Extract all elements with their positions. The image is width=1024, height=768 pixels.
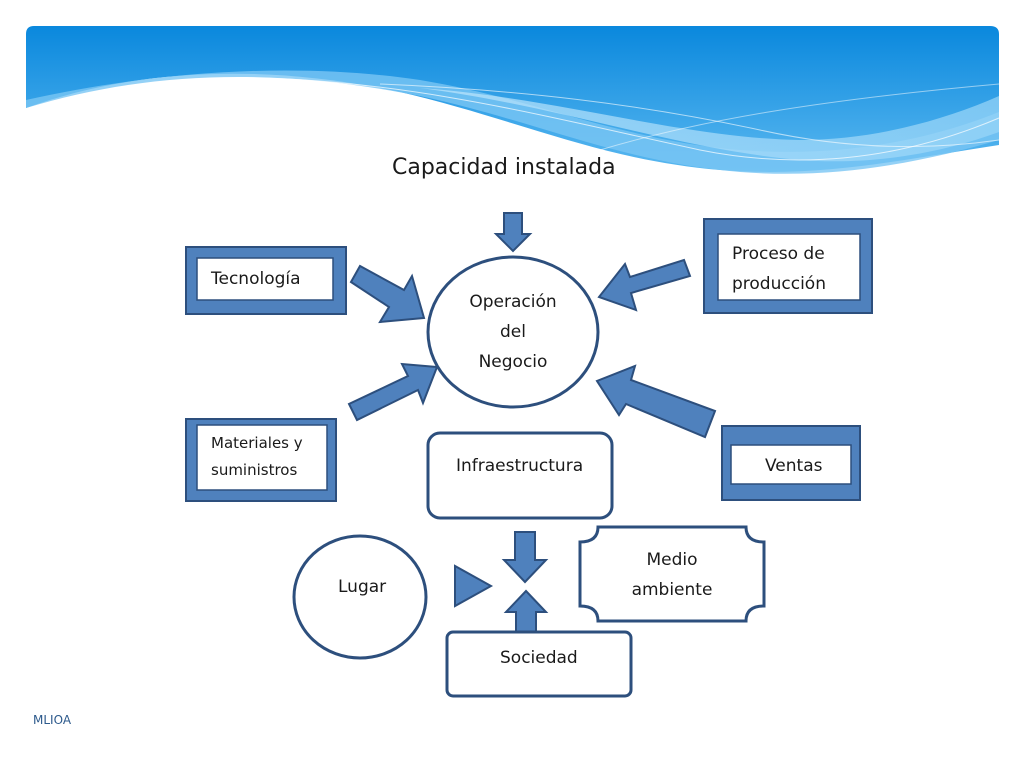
- medio-ambiente-plaque: [578, 525, 766, 623]
- infraestructura-label: Infraestructura: [456, 456, 584, 476]
- ventas-label: Ventas: [765, 456, 823, 476]
- infraestructura-box: [426, 431, 614, 520]
- arrow-materiales: [347, 362, 439, 422]
- materiales-label-1: Materiales y: [211, 434, 303, 452]
- arrow-down: [501, 531, 549, 584]
- arrow-up: [503, 589, 549, 633]
- operacion-label-3: Negocio: [478, 352, 548, 372]
- ventas-box: [721, 425, 861, 501]
- proceso-label-1: Proceso de: [732, 244, 825, 264]
- proceso-box: [703, 218, 873, 314]
- materiales-box: [185, 418, 337, 502]
- arrow-proceso: [597, 258, 692, 312]
- operacion-label-2: del: [500, 322, 526, 342]
- operacion-label-1: Operación: [469, 292, 557, 312]
- lugar-label: Lugar: [338, 577, 387, 597]
- sociedad-box: [445, 630, 633, 698]
- arrow-top: [493, 212, 533, 253]
- medio-ambiente-label-1: Medio: [646, 550, 698, 570]
- footer-label: MLIOA: [33, 713, 72, 727]
- triangle-pointer: [454, 564, 494, 608]
- arrow-ventas: [595, 364, 717, 439]
- proceso-label-2: producción: [732, 274, 826, 294]
- materiales-label-2: suministros: [211, 461, 298, 479]
- medio-ambiente-label-2: ambiente: [631, 580, 713, 600]
- header-banner: [26, 26, 1000, 174]
- slide-title: Capacidad instalada: [392, 155, 616, 180]
- tecnologia-label: Tecnología: [211, 269, 301, 289]
- tecnologia-box: [185, 246, 347, 315]
- arrow-tecnologia: [349, 264, 426, 324]
- sociedad-label: Sociedad: [500, 648, 578, 668]
- lugar-circle: [292, 534, 428, 660]
- operacion-ellipse: [426, 255, 600, 409]
